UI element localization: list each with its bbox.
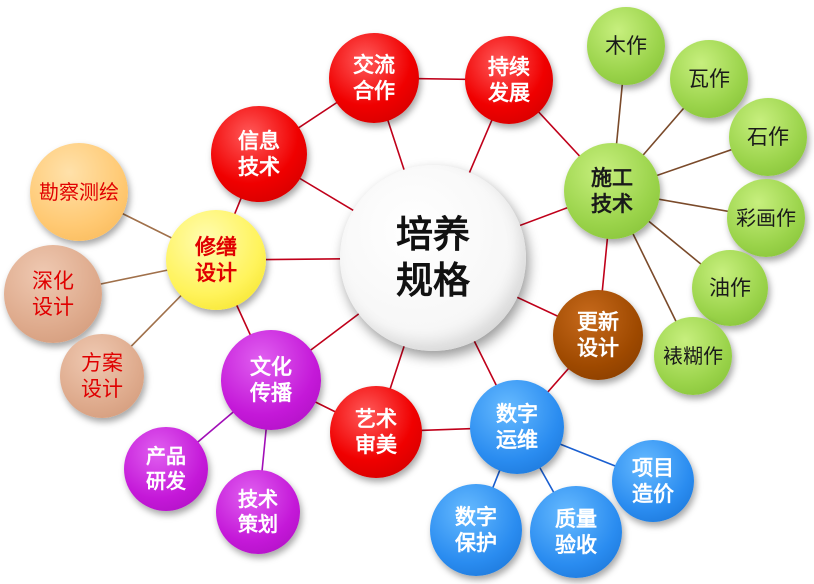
node-digital-operation: 数字 运维 <box>470 380 564 474</box>
node-product-development: 产品 研发 <box>124 427 208 511</box>
node-construction-tech: 施工 技术 <box>564 143 660 239</box>
node-info-tech: 信息 技术 <box>211 106 307 202</box>
node-carpentry: 木作 <box>587 7 665 85</box>
node-exchange-cooperation: 交流 合作 <box>329 33 419 123</box>
node-detailed-design: 深化 设计 <box>4 245 102 343</box>
node-sustainable-development: 持续 发展 <box>465 36 553 124</box>
node-repair-design: 修缮 设计 <box>166 210 266 310</box>
node-mounting-work: 裱糊作 <box>654 317 732 395</box>
node-project-costing: 项目 造价 <box>612 440 694 522</box>
node-art-aesthetics: 艺术 审美 <box>330 386 422 478</box>
node-quality-acceptance: 质量 验收 <box>530 486 622 578</box>
node-renewal-design: 更新 设计 <box>553 290 643 380</box>
node-cultural-communication: 文化 传播 <box>221 330 321 430</box>
node-tiling: 瓦作 <box>670 40 748 118</box>
node-stonework: 石作 <box>729 98 807 176</box>
node-technical-planning: 技术 策划 <box>216 470 300 554</box>
center-node-cultivation-spec: 培养 规格 <box>340 165 526 351</box>
node-survey-mapping: 勘察测绘 <box>30 143 128 241</box>
node-lacquer-work: 油作 <box>692 250 768 326</box>
node-scheme-design: 方案 设计 <box>60 334 144 418</box>
node-digital-protection: 数字 保护 <box>430 484 522 576</box>
node-color-painting: 彩画作 <box>727 179 805 257</box>
